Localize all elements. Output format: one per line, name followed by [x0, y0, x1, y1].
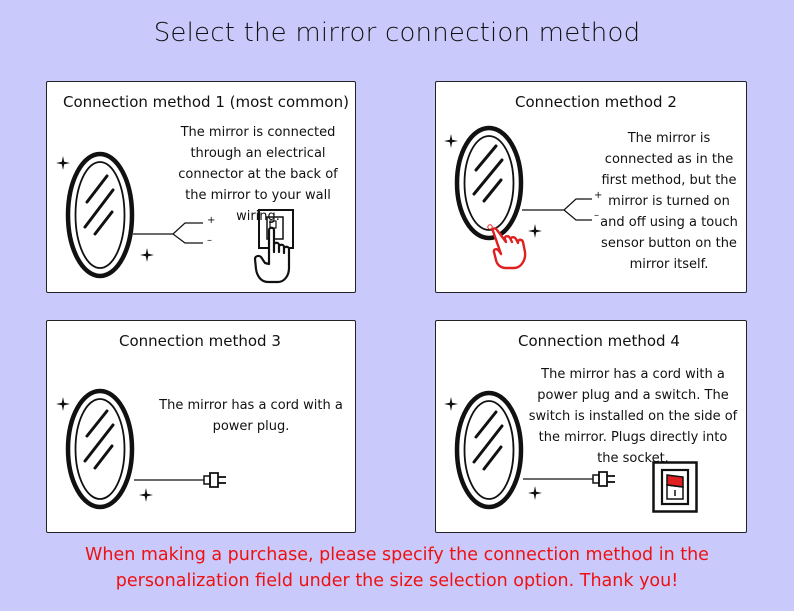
sparkle-icon	[139, 488, 153, 502]
oval-mirror-icon	[65, 388, 135, 510]
sparkle-icon	[528, 486, 542, 500]
connection-method-3-card[interactable]: Connection method 3 The mirror has a cor…	[46, 320, 356, 533]
power-plug-icon	[523, 471, 615, 487]
card-description: The mirror has a cord with a power plug …	[528, 367, 738, 466]
sparkle-icon	[56, 156, 70, 170]
power-plug-icon	[134, 472, 226, 488]
wire-connector-icon	[133, 222, 203, 244]
rocker-switch-icon	[652, 461, 698, 513]
oval-mirror-icon	[454, 125, 524, 241]
wire-label-plus: +	[207, 215, 216, 226]
touch-hand-icon	[491, 227, 527, 270]
sparkle-icon	[444, 134, 458, 148]
sparkle-icon	[140, 248, 154, 262]
connection-method-4-card[interactable]: Connection method 4 The mirror has a cor…	[435, 320, 747, 533]
sparkle-icon	[528, 224, 542, 238]
card-description: The mirror is connected through an elect…	[178, 125, 338, 224]
card-title: Connection method 2	[515, 93, 677, 111]
page-title: Select the mirror connection method	[153, 18, 641, 48]
wire-label-plus: +	[594, 190, 603, 201]
card-title: Connection method 1 (most common)	[63, 93, 349, 111]
card-description: The mirror is connected as in the first …	[600, 131, 738, 272]
connection-method-1-card[interactable]: Connection method 1 (most common) The mi…	[46, 81, 356, 293]
purchase-note-line-2: personalization field under the size sel…	[115, 571, 679, 591]
connection-method-2-card[interactable]: Connection method 2 The mirror is connec…	[435, 81, 747, 293]
purchase-note-line-1: When making a purchase, please specify t…	[85, 545, 709, 565]
wire-label-minus: –	[207, 235, 212, 246]
oval-mirror-icon	[454, 390, 524, 510]
card-description: The mirror has a cord with a power plug.	[159, 398, 343, 434]
sparkle-icon	[56, 397, 70, 411]
card-title: Connection method 4	[518, 332, 680, 350]
sparkle-icon	[444, 397, 458, 411]
pointing-hand-icon	[253, 226, 291, 284]
card-title: Connection method 3	[119, 332, 281, 350]
wire-label-minus: –	[594, 210, 599, 221]
wire-connector-icon	[522, 198, 592, 221]
oval-mirror-icon	[65, 151, 135, 279]
